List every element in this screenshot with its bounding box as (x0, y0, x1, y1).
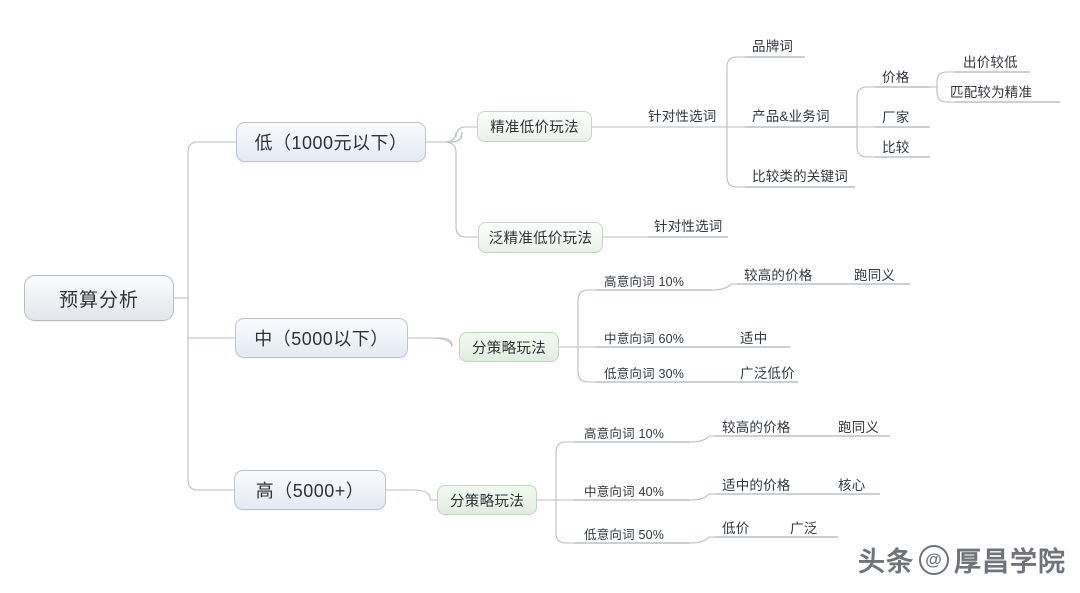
node-high-strategy-play-label: 分策略玩法 (450, 493, 524, 510)
watermark-account: 厚昌学院 (954, 547, 1066, 577)
leaf-mid-run-synonyms[interactable]: 跑同义 (854, 268, 896, 283)
leaf-high-broad[interactable]: 广泛 (790, 521, 818, 536)
watermark-platform: 头条 (858, 547, 914, 577)
leaf-comparison[interactable]: 比较 (882, 140, 910, 155)
leaf-lower-bid[interactable]: 出价较低 (963, 55, 1018, 70)
node-budget-mid[interactable]: 中（5000以下） (235, 318, 408, 358)
leaf-product-business-word[interactable]: 产品&业务词 (752, 109, 830, 124)
leaf-high-high-intent-words[interactable]: 高意向词 10% (584, 427, 665, 441)
leaf-targeted-word-selection-precise[interactable]: 针对性选词 (648, 109, 717, 124)
leaf-brand-word[interactable]: 品牌词 (752, 39, 794, 54)
node-precise-low-price-play[interactable]: 精准低价玩法 (477, 111, 592, 142)
node-budget-low-label: 低（1000元以下） (254, 133, 408, 153)
leaf-mid-broad-low-price[interactable]: 广泛低价 (740, 366, 795, 381)
leaf-mid-high-intent-words[interactable]: 高意向词 10% (604, 275, 685, 289)
leaf-high-low-intent-words[interactable]: 低意向词 50% (584, 528, 665, 542)
node-budget-mid-label: 中（5000以下） (254, 329, 389, 349)
leaf-high-run-synonyms[interactable]: 跑同义 (838, 420, 880, 435)
node-budget-high[interactable]: 高（5000+） (234, 470, 386, 510)
node-mid-strategy-play-label: 分策略玩法 (472, 340, 546, 357)
leaf-comparison-keywords[interactable]: 比较类的关键词 (752, 169, 848, 184)
leaf-high-low-price[interactable]: 低价 (722, 521, 750, 536)
leaf-high-core[interactable]: 核心 (838, 478, 866, 493)
leaf-manufacturer[interactable]: 厂家 (882, 110, 910, 125)
root-node-label: 预算分析 (58, 289, 139, 311)
node-mid-strategy-play[interactable]: 分策略玩法 (459, 332, 559, 362)
leaf-mid-higher-price[interactable]: 较高的价格 (744, 268, 813, 283)
watermark-at-icon: @ (919, 544, 949, 575)
root-node-budget-analysis[interactable]: 预算分析 (24, 275, 174, 321)
node-budget-low[interactable]: 低（1000元以下） (236, 122, 426, 162)
leaf-high-moderate-price[interactable]: 适中的价格 (722, 478, 791, 493)
watermark: 头条 @ 厚昌学院 (858, 540, 1066, 579)
leaf-high-medium-intent-words[interactable]: 中意向词 40% (584, 485, 665, 499)
node-budget-high-label: 高（5000+） (255, 481, 365, 501)
node-broad-precise-low-price-play-label: 泛精准低价玩法 (488, 231, 593, 247)
node-precise-low-price-play-label: 精准低价玩法 (490, 120, 579, 136)
leaf-mid-low-intent-words[interactable]: 低意向词 30% (604, 367, 685, 381)
leaf-mid-medium-intent-words[interactable]: 中意向词 60% (604, 332, 685, 346)
node-high-strategy-play[interactable]: 分策略玩法 (437, 485, 537, 515)
leaf-targeted-word-selection-broad[interactable]: 针对性选词 (654, 219, 723, 234)
leaf-price[interactable]: 价格 (882, 70, 910, 85)
node-broad-precise-low-price-play[interactable]: 泛精准低价玩法 (478, 222, 603, 253)
leaf-high-higher-price[interactable]: 较高的价格 (722, 420, 791, 435)
leaf-more-precise-match[interactable]: 匹配较为精准 (950, 85, 1033, 100)
leaf-mid-moderate[interactable]: 适中 (740, 331, 768, 346)
